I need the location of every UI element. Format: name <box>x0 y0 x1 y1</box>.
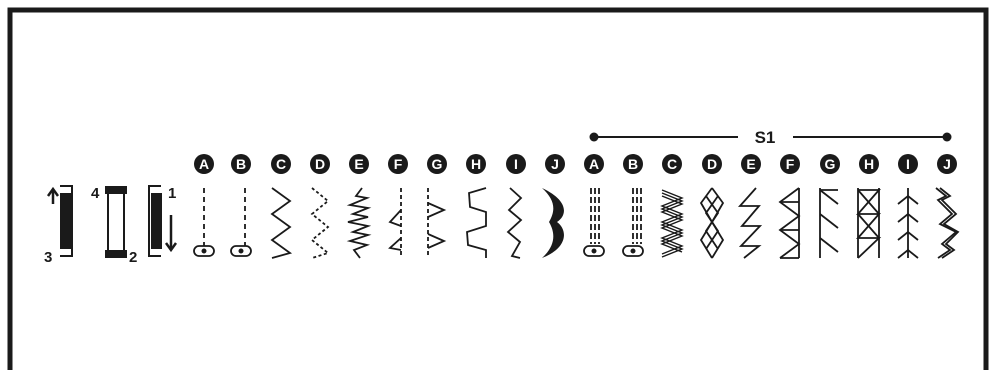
svg-text:D: D <box>315 156 325 172</box>
svg-text:F: F <box>786 156 795 172</box>
badge-s1-f: F <box>780 154 800 174</box>
ric-rac-overedge-icon[interactable] <box>935 187 960 259</box>
badge-std-j: J <box>545 154 565 174</box>
svg-text:A: A <box>589 156 599 172</box>
badge-std-a: A <box>194 154 214 174</box>
buttonhole-step-left-icon[interactable] <box>46 185 73 257</box>
buttonhole-step-4-label: 4 <box>91 185 100 202</box>
buttonhole-step-1-label: 1 <box>168 185 176 202</box>
svg-text:A: A <box>199 156 209 172</box>
badge-s1-h: H <box>859 154 879 174</box>
svg-text:B: B <box>236 156 246 172</box>
badge-s1-g: G <box>820 154 840 174</box>
zigzag-stitch-icon[interactable] <box>270 187 293 259</box>
svg-text:C: C <box>667 156 677 172</box>
three-step-zigzag-icon[interactable] <box>310 187 330 259</box>
svg-text:H: H <box>864 156 874 172</box>
svg-text:H: H <box>471 156 481 172</box>
badge-std-e: E <box>349 154 369 174</box>
s1-stitch-icons <box>583 187 960 259</box>
shell-tuck-icon[interactable] <box>506 187 523 259</box>
rickrack-stitch-icon[interactable] <box>660 189 684 258</box>
badge-std-h: H <box>466 154 486 174</box>
badge-s1-i: I <box>898 154 918 174</box>
multi-zigzag-icon[interactable] <box>466 187 487 258</box>
blind-hem-stitch-icon[interactable] <box>388 188 402 258</box>
badge-s1-a: A <box>584 154 604 174</box>
s1-group-bracket: S1 <box>589 128 952 147</box>
double-overlock-icon[interactable] <box>856 188 882 259</box>
badge-std-f: F <box>388 154 408 174</box>
panel-frame <box>7 7 989 370</box>
badge-s1-d: D <box>702 154 722 174</box>
badge-std-i: I <box>506 154 526 174</box>
badge-std-c: C <box>271 154 291 174</box>
overcast-stitch-icon[interactable] <box>346 187 372 259</box>
buttonhole-step-right-icon[interactable] <box>148 185 178 257</box>
svg-text:E: E <box>746 156 755 172</box>
svg-text:B: B <box>628 156 638 172</box>
svg-text:G: G <box>432 156 443 172</box>
svg-text:J: J <box>943 156 951 172</box>
scallop-stitch-icon[interactable] <box>542 188 564 258</box>
elastic-blind-hem-icon[interactable] <box>427 188 447 258</box>
badge-s1-j: J <box>937 154 957 174</box>
svg-text:D: D <box>707 156 717 172</box>
standard-stitch-icons <box>193 187 564 259</box>
svg-text:J: J <box>551 156 559 172</box>
badge-std-b: B <box>231 154 251 174</box>
s1-group-label: S1 <box>755 128 776 147</box>
pattern-badges-row: A B C D E F G H I J A B C D E F G H I J <box>194 154 957 174</box>
badge-s1-b: B <box>623 154 643 174</box>
triple-straight-left-icon[interactable] <box>622 188 644 257</box>
straight-stitch-center-icon[interactable] <box>193 188 215 257</box>
buttonhole-steps: 3 4 2 1 <box>44 185 178 266</box>
triple-straight-center-icon[interactable] <box>583 188 605 257</box>
svg-text:G: G <box>825 156 836 172</box>
badge-s1-e: E <box>741 154 761 174</box>
svg-text:I: I <box>906 156 910 172</box>
badge-std-g: G <box>427 154 447 174</box>
svg-text:E: E <box>354 156 363 172</box>
honeycomb-stitch-icon[interactable] <box>699 187 725 259</box>
badge-std-d: D <box>310 154 330 174</box>
ladder-stitch-icon[interactable] <box>778 187 801 259</box>
svg-text:I: I <box>514 156 518 172</box>
overlock-stitch-icon[interactable] <box>819 188 839 258</box>
buttonhole-step-2-label: 2 <box>129 249 137 266</box>
buttonhole-step-middle-icon[interactable] <box>105 186 127 258</box>
buttonhole-step-3-label: 3 <box>44 249 52 266</box>
svg-text:F: F <box>394 156 403 172</box>
badge-s1-c: C <box>662 154 682 174</box>
feather-stitch-icon[interactable] <box>737 187 763 259</box>
svg-text:C: C <box>276 156 286 172</box>
herringbone-stitch-icon[interactable] <box>897 188 919 259</box>
straight-stitch-left-icon[interactable] <box>230 188 252 257</box>
